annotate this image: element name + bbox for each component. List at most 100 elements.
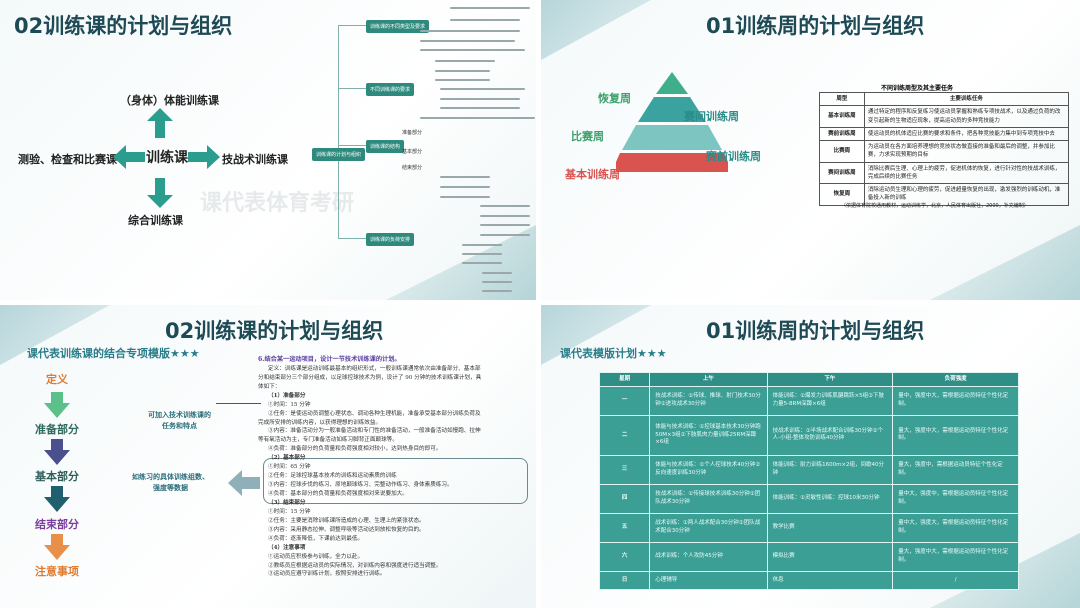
table-row: 六战术训练：个人攻防45分钟模拟比赛量大，强度中大，需根据运动员特征个性化定制。: [598, 541, 1019, 572]
pyramid-label: 比赛周: [571, 130, 604, 143]
table-cell: 技战术训练：①传球、推球、射门技术30分钟②进攻战术30分钟: [649, 386, 768, 416]
document-line: 等有氧活动为主，专门准备活动如练习脚背正面颠球等。: [258, 437, 398, 444]
mindmap-branch: 训练课的负荷安排: [366, 233, 415, 246]
annotation: 如练习的具体训练组数、强度等数据: [132, 472, 209, 493]
pyramid: [616, 72, 728, 172]
table-row: 比赛周为运动员在各方面培养理想的竞技状态做直接的准备和最后的调整，并参加比赛，力…: [819, 140, 1070, 163]
document-line: 6.结合某一运动项目，设计一节技术训练课的计划。: [258, 356, 401, 363]
label-center: 训练课: [146, 150, 188, 166]
lesson-plan-document: 6.结合某一运动项目，设计一节技术训练课的计划。定义：训练课是运动训练最基本的组…: [258, 355, 523, 579]
table-cell: 量中大，强度中，需根据运动员特征个性化定制。: [892, 483, 1019, 514]
annotation-line: 可加入技术训练课的: [148, 411, 211, 419]
arrow-right-icon: [188, 145, 220, 169]
mindmap-branch: 训练课的不同类型及要求: [366, 20, 430, 33]
table-cell: 体能训练：耐力训练1600m×2组，间歇40分钟: [766, 454, 894, 485]
document-line: ②教练员应根据运动员的实际情况，对训练内容和强度进行适当调整。: [268, 562, 442, 569]
mindmap-root: 训练课的计划与组织: [312, 148, 366, 161]
flow-step: 注意事项: [35, 565, 79, 578]
table-cell: 体能与技术训练：①个人控球技术40分钟②反向速度训练30分钟: [649, 454, 768, 485]
flow-step: 基本部分: [35, 470, 79, 483]
table-cell: 为运动员在各方面培养理想的竞技状态做直接的准备和最后的调整，并参加比赛，力求实现…: [863, 140, 1070, 163]
column-header: 上午: [649, 372, 768, 387]
table-cell: 一: [598, 386, 651, 416]
document-line: ④负荷：基本部分的负荷量和负荷强度相对来说要加大。: [268, 491, 408, 498]
slide-training-week-types: 01训练周的计划与组织 恢复周 赛间训练周 比赛周 赛前训练周 基本训练周 不同…: [541, 0, 1080, 300]
note-line: [216, 403, 261, 404]
table-row: 四技战术训练：①传接球技术训练30分钟②团队战术30分钟体能训练：①灵敏性训练：…: [598, 483, 1019, 514]
pyramid-label: 赛前训练周: [706, 150, 761, 163]
slide-title: 02训练课的计划与组织: [165, 319, 384, 343]
annotation-line: 强度等数据: [153, 483, 188, 492]
document-line: （3）结束部分: [268, 499, 306, 506]
label-left: 测验、检查和比赛课: [18, 153, 117, 166]
watermark: 课代表体育考研: [200, 191, 355, 216]
column-header: 下午: [766, 372, 894, 387]
table-cell: 通过特定的程序和反复练习使运动员掌握和熟练专项技战术，以及通过负荷的改变引起新的…: [863, 105, 1070, 128]
slide-title: 01训练周的计划与组织: [706, 14, 925, 38]
table-row: 基本训练周通过特定的程序和反复练习使运动员掌握和熟练专项技战术，以及通过负荷的改…: [819, 105, 1070, 128]
table-cell: 三: [598, 454, 651, 485]
table-cell: 使运动员的机体适应比赛的要求和条件，把各种竞技能力集中到专项竞技中去: [863, 126, 1070, 142]
document-line: ①运动员应积极参与训练，全力以赴。: [268, 553, 364, 560]
table-row: 恢复周消除运动员生理和心理的疲劳，促进超量恢复的出现，激发强烈的训练动机，准备投…: [819, 183, 1070, 206]
mindmap-branch: 训练课的结构: [366, 140, 405, 153]
table-cell: 心理辅导: [649, 570, 768, 591]
document-line: 体如下：: [258, 383, 281, 390]
table-row: 二体能与技术训练：①控球基本技术30分钟跑50M×3组②下肢肌肉力量训练25RM…: [598, 415, 1019, 456]
table-cell: 四: [598, 483, 651, 514]
mindmap-leaf: 准备部分: [402, 130, 423, 136]
document-line: ①时间：15 分钟: [268, 508, 311, 515]
flow-step: 定义: [46, 373, 68, 386]
document-line: ③内容：准备活动分为一般准备活动和专门性的准备活动，一般准备活动如慢跑、拉伸: [268, 428, 481, 435]
table-caption: 不同训练周型及其主要任务: [881, 85, 954, 92]
mindmap-leaf: 结束部分: [402, 165, 423, 171]
arrow-left-icon: [113, 145, 145, 169]
table-row: 赛前训练周使运动员的机体适应比赛的要求和条件，把各种竞技能力集中到专项竞技中去: [819, 126, 1070, 142]
table-cell: 比赛周: [819, 140, 865, 163]
slide-weekly-plan-template: 01训练周的计划与组织 课代表模版计划★★★ 星期上午下午负荷强度一技战术训练：…: [541, 305, 1080, 608]
annotation-line: 如练习的具体训练组数、: [132, 473, 209, 481]
highlight-box: [263, 458, 528, 504]
slide-title: 01训练周的计划与组织: [706, 319, 925, 343]
slide-subtitle: 课代表模版计划★★★: [560, 347, 667, 360]
annotation: 可加入技术训练课的任务和特点: [148, 410, 211, 431]
table-cell: 量大，强度中大，需根据运动员特征个性化定制。: [892, 541, 1019, 572]
document-line: （1）准备部分: [268, 392, 306, 399]
slide-title: 02训练课的计划与组织: [14, 14, 233, 38]
table-cell: 量中大，强度大，需根据运动员特征个性化定制。: [892, 512, 1019, 543]
document-line: ④负荷：准备部分的负荷量和负荷强度相对较小，达到热身目的即可。: [268, 446, 442, 453]
table-cell: 模拟比赛: [766, 541, 894, 572]
annotation-line: 任务和特点: [162, 421, 197, 430]
table-cell: 技战术训练：①传接球技术训练30分钟②团队战术30分钟: [649, 483, 768, 514]
table-cell: 体能训练：①爆发力训练肌腱跳跃×5组②下肢力量5-8RM深蹲×6组: [766, 386, 894, 416]
week-types-table: 周型主要训练任务基本训练周通过特定的程序和反复练习使运动员掌握和熟练专项技战术，…: [819, 91, 1070, 206]
table-cell: 量中，强度中大，需根据运动员特征个性化定制。: [892, 386, 1019, 416]
pyramid-label: 基本训练周: [565, 168, 620, 181]
table-header-row: 星期上午下午负荷强度: [598, 372, 1019, 387]
table-cell: 战术训练：①两人战术配合30分钟②团队战术配合30分钟: [649, 512, 768, 543]
document-line: （4）注意事项: [268, 544, 306, 551]
table-cell: 六: [598, 541, 651, 572]
document-line: ①时间：65 分钟: [268, 464, 311, 471]
arrow-left-icon: [228, 470, 260, 496]
table-cell: 消除运动员生理和心理的疲劳，促进超量恢复的出现，激发强烈的训练动机，准备投入新的…: [863, 183, 1070, 206]
table-cell: 日: [598, 570, 651, 591]
slide-subtitle: 课代表训练课的结合专项模版★★★: [27, 347, 200, 360]
document-line: 完成所安排的训练内容，以获得理想的训练效益。: [258, 419, 382, 426]
table-cell: 量大，强度中，需根据运动员特征个性化定制。: [892, 454, 1019, 485]
pyramid-label: 恢复周: [598, 92, 631, 105]
table-cell: 战术训练：个人攻防45分钟: [649, 541, 768, 572]
column-header: 星期: [598, 372, 651, 387]
document-line: （2）基本部分: [268, 455, 306, 462]
document-line: 定义：训练课是运动训练最基本的组织形式，一般训练课通常依次由准备部分、基本部: [268, 365, 481, 372]
arrow-down-icon: [147, 178, 173, 208]
document-line: ③运动员应遵守训练计划，按照安排进行训练。: [268, 571, 386, 578]
table-cell: 体能训练：①灵敏性训练：控球10米30分钟: [766, 483, 894, 514]
document-line: ④负荷：逐渐降低，下课前达到最低。: [268, 535, 364, 542]
document-line: ①时间：15 分钟: [268, 401, 311, 408]
table-row: 一技战术训练：①传球、推球、射门技术30分钟②进攻战术30分钟体能训练：①爆发力…: [598, 386, 1019, 416]
column-header: 负荷强度: [892, 372, 1019, 387]
weekly-plan-table: 星期上午下午负荷强度一技战术训练：①传球、推球、射门技术30分钟②进攻战术30分…: [598, 372, 1019, 591]
document-line: ②任务：主要是消除训练课所造成的心理、生理上的紧张状态。: [268, 517, 425, 524]
slide-training-class-types: 02训练课的计划与组织 课代表体育考研 （身体）体能训练课 测验、检查和比赛课 …: [0, 0, 536, 300]
